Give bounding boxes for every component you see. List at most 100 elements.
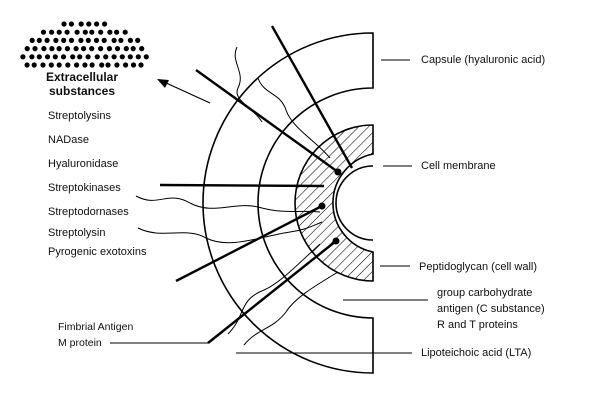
cloud-dot <box>99 62 105 68</box>
cloud-dot <box>111 54 117 60</box>
cell-membrane-arc <box>335 165 374 241</box>
list-item: Hyaluronidase <box>48 158 119 170</box>
cloud-dot <box>123 46 129 52</box>
m-protein-label: M protein <box>58 337 102 349</box>
cloud-dot <box>77 54 83 60</box>
cloud-dot <box>98 29 104 35</box>
cloud-dot <box>89 29 95 35</box>
cloud-dot <box>138 62 144 68</box>
cloud-dot <box>44 37 50 44</box>
cloud-dot <box>48 62 54 68</box>
cloud-dot <box>82 62 88 68</box>
cloud-dot <box>41 46 47 52</box>
cloud-dot <box>114 62 120 68</box>
cloud-dot <box>68 21 74 27</box>
cloud-dot <box>74 29 80 35</box>
capsule-label: Capsule (hyaluronic acid) <box>421 54 546 66</box>
list-item: Streptodornases <box>48 206 129 218</box>
extracellular-title-line1: Extracellular <box>45 70 119 84</box>
cloud-dot <box>98 46 104 52</box>
cloud-dot <box>94 54 100 60</box>
cloud-dot <box>73 46 79 52</box>
cell-membrane-label: Cell membrane <box>421 160 496 172</box>
peptidoglycan-label: Peptidoglycan (cell wall) <box>419 261 537 273</box>
cloud-dot <box>85 54 91 60</box>
cloud-dot <box>82 29 88 35</box>
cloud-dot <box>24 62 30 68</box>
cloud-dot <box>78 21 84 27</box>
extracellular-title: Extracellular substances <box>27 70 137 98</box>
cloud-dot <box>61 21 67 27</box>
cloud-dot <box>102 21 108 27</box>
cloud-dot <box>130 62 137 68</box>
cloud-dot <box>114 46 121 52</box>
cloud-dot <box>40 29 47 35</box>
cloud-dot <box>81 46 87 52</box>
cloud-dot <box>29 37 35 44</box>
list-item: Streptolysins <box>48 110 111 122</box>
list-item: Streptolysin <box>48 227 106 239</box>
antigen-line-endpoints <box>318 168 342 245</box>
list-item: NADase <box>48 134 89 146</box>
extracellular-title-line2: substances <box>48 84 116 98</box>
cloud-dot <box>74 62 80 68</box>
cloud-dot <box>56 29 62 35</box>
cloud-dot <box>53 37 59 44</box>
cloud-dot <box>20 54 26 60</box>
cloud-dot <box>93 37 100 44</box>
cloud-dot <box>64 29 70 35</box>
antigen-lines <box>159 25 354 344</box>
cloud-dot <box>65 62 71 68</box>
cloud-dot <box>94 21 100 27</box>
cloud-dot <box>24 46 30 52</box>
cloud-dot <box>122 29 128 35</box>
cloud-dot <box>114 29 120 35</box>
cloud-dot <box>103 54 109 60</box>
cloud-dot <box>106 46 112 52</box>
cloud-dot <box>70 54 76 60</box>
cloud-dot <box>111 37 117 44</box>
cloud-dot <box>85 37 91 44</box>
cloud-dot <box>127 37 133 44</box>
list-item: Streptokinases <box>48 182 121 194</box>
cloud-dot <box>107 29 113 35</box>
cloud-dot <box>119 54 125 60</box>
cloud-dot <box>56 62 62 68</box>
cloud-dot <box>56 46 62 52</box>
cloud-dot <box>32 46 38 52</box>
rt-proteins-label: R and T proteins <box>437 319 518 331</box>
cloud-dot <box>86 21 92 27</box>
capsule-layer <box>202 32 374 374</box>
cloud-dot <box>49 29 55 35</box>
group-carbohydrate-label-line1: group carbohydrate <box>437 287 533 299</box>
cloud-dot <box>64 46 70 52</box>
fimbrial-antigen-label: Fimbrial Antigen <box>58 321 134 333</box>
leader-lines <box>110 59 428 354</box>
cloud-dot <box>118 37 124 44</box>
group-carbohydrate-label-line2: antigen (C substance) <box>437 303 545 315</box>
cloud-dot <box>44 54 51 60</box>
cloud-dot <box>89 46 95 52</box>
cloud-dot <box>78 37 84 44</box>
extracellular-dot-cloud <box>20 21 149 68</box>
cloud-dot <box>139 46 145 52</box>
cloud-dot <box>105 62 111 68</box>
list-item: Pyrogenic exotoxins <box>48 246 147 258</box>
cloud-dot <box>135 54 141 60</box>
lta-label: Lipoteichoic acid (LTA) <box>421 347 532 359</box>
cloud-dot <box>31 62 37 68</box>
cloud-dot <box>36 37 42 44</box>
secretion-arrow <box>157 79 211 104</box>
cloud-dot <box>40 62 46 68</box>
cloud-dot <box>52 54 58 60</box>
cloud-dot <box>61 37 67 44</box>
cloud-dot <box>127 54 133 60</box>
cloud-dot <box>49 46 55 52</box>
cloud-dot <box>130 46 136 52</box>
cloud-dot <box>29 54 35 60</box>
cloud-dot <box>135 37 141 44</box>
cloud-dot <box>68 37 75 44</box>
cloud-dot <box>60 54 67 60</box>
cloud-dot <box>143 54 149 60</box>
